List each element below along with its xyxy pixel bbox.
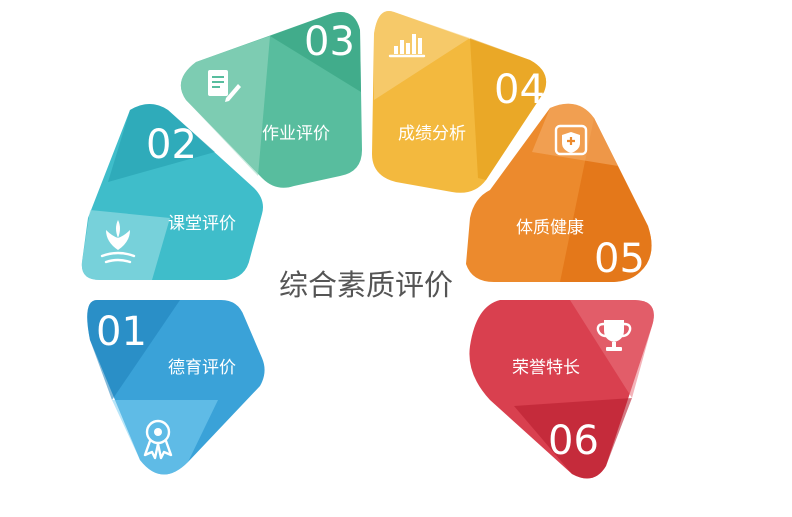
segment-03-number: 03 (304, 19, 355, 65)
segment-05-physical-health[interactable]: 05 体质健康 (466, 103, 652, 282)
trophy-icon (596, 320, 632, 351)
segment-01-moral-evaluation[interactable]: 01 德育评价 (87, 300, 265, 475)
segment-03-facet-dark (270, 12, 361, 92)
segment-05-facet-dark (560, 118, 652, 282)
segment-02-number: 02 (146, 122, 197, 168)
segment-02-facet-dark (108, 104, 215, 182)
segment-05-number: 05 (594, 236, 645, 282)
segment-02-label: 课堂评价 (168, 214, 236, 234)
bar-chart-icon (388, 34, 426, 58)
segment-01-facet-light (112, 400, 218, 475)
segment-03-label: 作业评价 (262, 124, 330, 144)
segment-03-homework-evaluation[interactable]: 03 作业评价 (180, 12, 362, 188)
segment-06-number: 06 (548, 418, 599, 464)
segment-02-classroom-evaluation[interactable]: 02 课堂评价 (81, 104, 264, 280)
lotus-flower-icon (100, 220, 136, 264)
segment-01-number: 01 (96, 309, 147, 355)
segment-06-facet-dark (514, 398, 632, 479)
edit-document-icon (208, 70, 241, 102)
segment-02-facet-light (81, 210, 170, 280)
center-title: 综合素质评价 (279, 268, 453, 302)
segment-04-facet-dark (470, 38, 547, 180)
segment-04-grade-analysis[interactable]: 04 成绩分析 (372, 10, 547, 193)
segment-01-facet-dark (87, 300, 180, 400)
segment-04-label: 成绩分析 (398, 124, 466, 144)
segment-01-label: 德育评价 (168, 358, 236, 378)
segment-04-number: 04 (494, 67, 545, 113)
segment-06-label: 荣誉特长 (512, 358, 580, 378)
segment-03-facet-light (180, 36, 270, 176)
segment-05-label: 体质健康 (516, 218, 584, 238)
health-shield-icon (554, 124, 588, 156)
segment-06-honors-talents[interactable]: 06 荣誉特长 (469, 300, 654, 479)
medal-ribbon-icon (143, 419, 173, 460)
